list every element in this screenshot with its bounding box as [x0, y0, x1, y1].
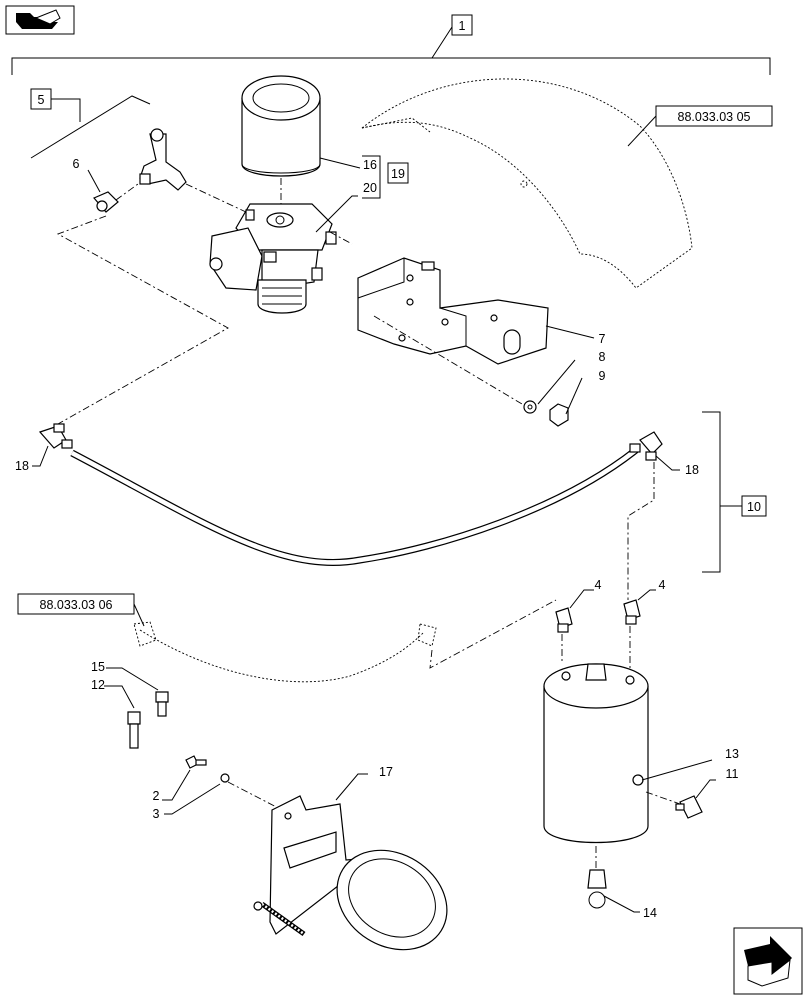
tank-strap-bracket	[253, 795, 448, 951]
label-8: 8	[599, 350, 606, 364]
label-4-right: 4	[659, 578, 666, 592]
svg-text:5: 5	[38, 93, 45, 107]
fitting-right	[623, 599, 641, 625]
label-3: 3	[153, 807, 160, 821]
label-14: 14	[643, 906, 657, 920]
label-15: 15	[91, 660, 105, 674]
svg-text:88.033.03 06: 88.033.03 06	[40, 598, 113, 612]
callout-ref-mid[interactable]: 88.033.03 06	[17, 593, 135, 615]
bolt-long	[127, 711, 141, 749]
hose-reference-outline	[133, 621, 437, 683]
svg-text:1: 1	[459, 19, 466, 33]
assembly-bracket	[11, 26, 771, 75]
label-16: 16	[363, 158, 377, 172]
label-17: 17	[379, 765, 393, 779]
drain-valve	[587, 869, 607, 909]
straight-adapter	[93, 191, 119, 213]
mounting-bracket	[357, 257, 549, 365]
fitting-left	[555, 607, 573, 633]
washer	[523, 400, 537, 414]
label-18-right: 18	[685, 463, 699, 477]
nut	[549, 403, 569, 427]
label-18-left: 18	[15, 459, 29, 473]
filter-cartridge	[241, 75, 321, 177]
drain-plug	[675, 795, 703, 819]
air-tank	[543, 663, 649, 844]
small-washer	[220, 773, 230, 783]
callout-assembly[interactable]: 1	[451, 14, 473, 36]
elbow-fitting-right	[629, 431, 663, 461]
label-13: 13	[725, 747, 739, 761]
air-dryer-valve	[209, 203, 337, 314]
tee-fitting	[139, 128, 187, 191]
callout-group-5[interactable]: 5	[30, 88, 52, 110]
svg-text:10: 10	[747, 500, 761, 514]
elbow-fitting-left	[38, 423, 73, 449]
callout-group-10[interactable]: 10	[741, 495, 767, 517]
label-2: 2	[153, 789, 160, 803]
label-20: 20	[363, 181, 377, 195]
fender-reference-outline	[361, 78, 693, 289]
back-navigation-icon[interactable]	[5, 5, 75, 35]
screw	[185, 755, 207, 769]
label-6: 6	[73, 157, 80, 171]
label-12: 12	[91, 678, 105, 692]
callout-ref-top[interactable]: 88.033.03 05	[655, 105, 773, 127]
svg-text:88.033.03 05: 88.033.03 05	[678, 110, 751, 124]
label-4-left: 4	[595, 578, 602, 592]
bolt-short	[155, 691, 169, 717]
label-11: 11	[726, 767, 739, 781]
label-9: 9	[599, 369, 606, 383]
svg-text:19: 19	[391, 167, 405, 181]
next-page-arrow-icon[interactable]	[733, 927, 803, 995]
air-pipe	[70, 447, 639, 566]
label-7: 7	[599, 332, 606, 346]
callout-group-19[interactable]: 19	[387, 162, 409, 184]
